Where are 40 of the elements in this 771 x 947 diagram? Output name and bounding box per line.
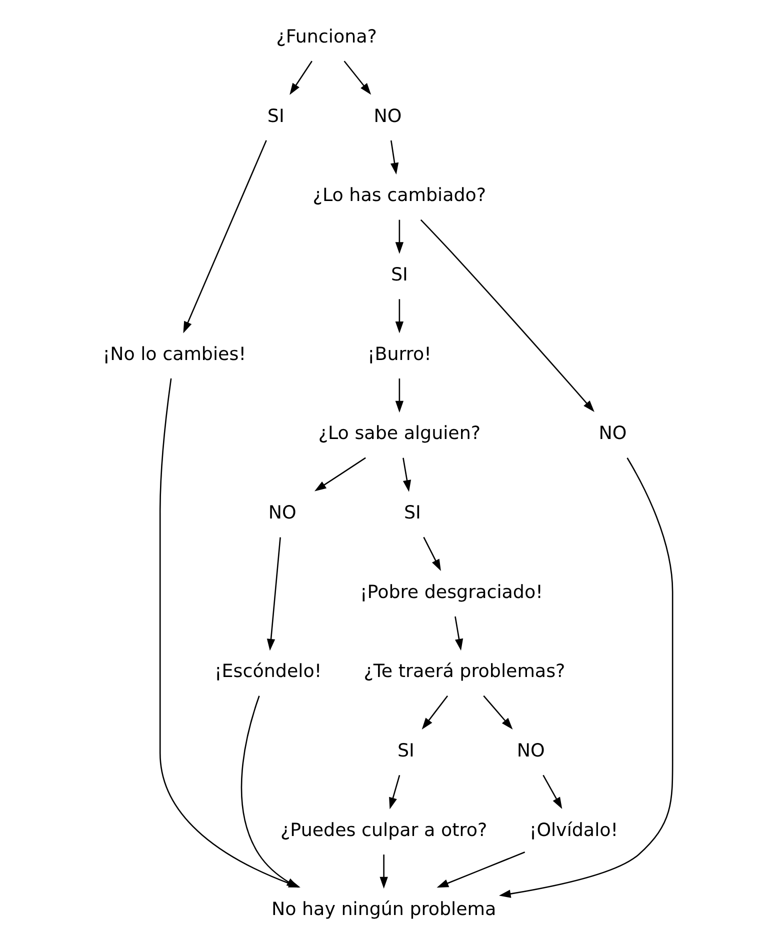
arrow	[498, 457, 674, 898]
arrow	[423, 536, 441, 571]
node-text: ¿Lo has cambiado?	[312, 184, 486, 206]
arrow	[483, 694, 513, 729]
arrow	[240, 695, 299, 888]
node-text: ¡No lo cambies!	[102, 343, 246, 364]
node-text: ¡Olvídalo!	[529, 819, 618, 840]
arrow	[290, 60, 312, 94]
arrow	[395, 378, 404, 412]
arrow	[344, 60, 372, 94]
node-text: NO	[598, 422, 627, 444]
node-text: SI	[404, 502, 421, 523]
node-text: ¡Burro!	[367, 343, 432, 364]
node-text: NO	[268, 502, 296, 523]
node-text: NO	[374, 105, 402, 126]
arrow	[422, 694, 448, 730]
arrow	[436, 851, 526, 888]
node-text: NO	[516, 740, 545, 762]
node-text: ¿Lo sabe alguien?	[318, 422, 481, 444]
node-text: SI	[397, 740, 414, 762]
node-text: No hay ningún problema	[272, 898, 496, 920]
arrow	[420, 218, 594, 412]
node-text: SI	[267, 105, 284, 126]
node-text: ¡Pobre desgraciado!	[360, 581, 543, 602]
arrow	[390, 140, 399, 174]
arrow	[266, 536, 281, 650]
arrow	[380, 854, 388, 888]
arrow	[402, 457, 412, 492]
arrow	[454, 616, 464, 650]
arrow	[395, 298, 404, 333]
arrow	[183, 140, 267, 333]
arrow	[395, 219, 404, 254]
node-text: ¡Escóndelo!	[214, 660, 322, 682]
node-text: ¿Funciona?	[276, 26, 377, 47]
arrow	[389, 774, 400, 809]
arrow	[314, 456, 366, 491]
node-text: ¿Te traerá problemas?	[364, 660, 566, 682]
node-text: ¿Puedes culpar a otro?	[280, 819, 488, 840]
node-text: SI	[390, 264, 408, 285]
arrow	[542, 774, 562, 809]
